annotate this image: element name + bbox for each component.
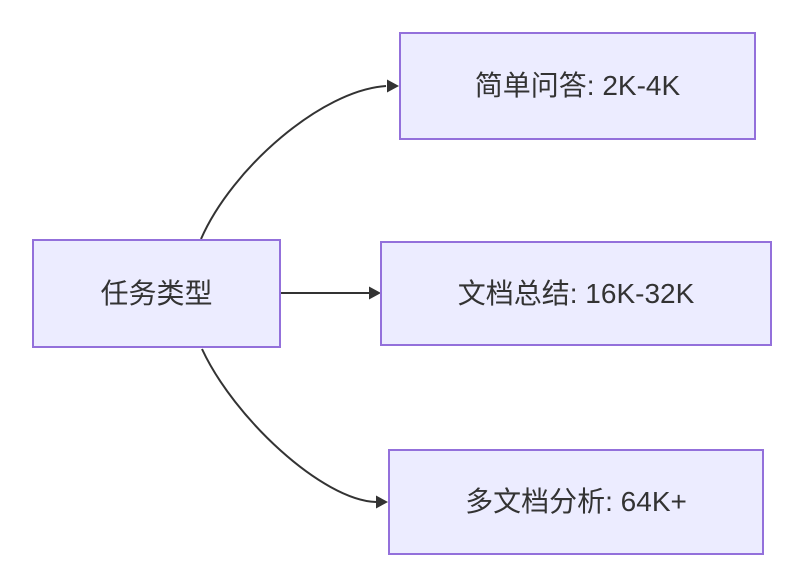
edge-task-type-to-simple-qa bbox=[200, 79, 399, 240]
edge-task-type-to-doc-summary bbox=[281, 286, 381, 300]
node-label: 文档总结: 16K-32K bbox=[457, 277, 695, 309]
edge-line bbox=[200, 85, 387, 240]
edge-line bbox=[201, 348, 377, 503]
node-label: 多文档分析: 64K+ bbox=[465, 486, 687, 518]
node-doc-summary: 文档总结: 16K-32K bbox=[380, 241, 772, 346]
node-task-type: 任务类型 bbox=[32, 239, 281, 348]
arrowhead-icon bbox=[376, 495, 388, 509]
arrowhead-icon bbox=[387, 79, 399, 93]
edge-task-type-to-multi-doc-analysis bbox=[201, 348, 388, 509]
node-label: 简单问答: 2K-4K bbox=[474, 70, 681, 102]
node-multi-doc-analysis: 多文档分析: 64K+ bbox=[388, 449, 764, 555]
node-label: 任务类型 bbox=[100, 277, 213, 309]
node-simple-qa: 简单问答: 2K-4K bbox=[399, 32, 756, 140]
